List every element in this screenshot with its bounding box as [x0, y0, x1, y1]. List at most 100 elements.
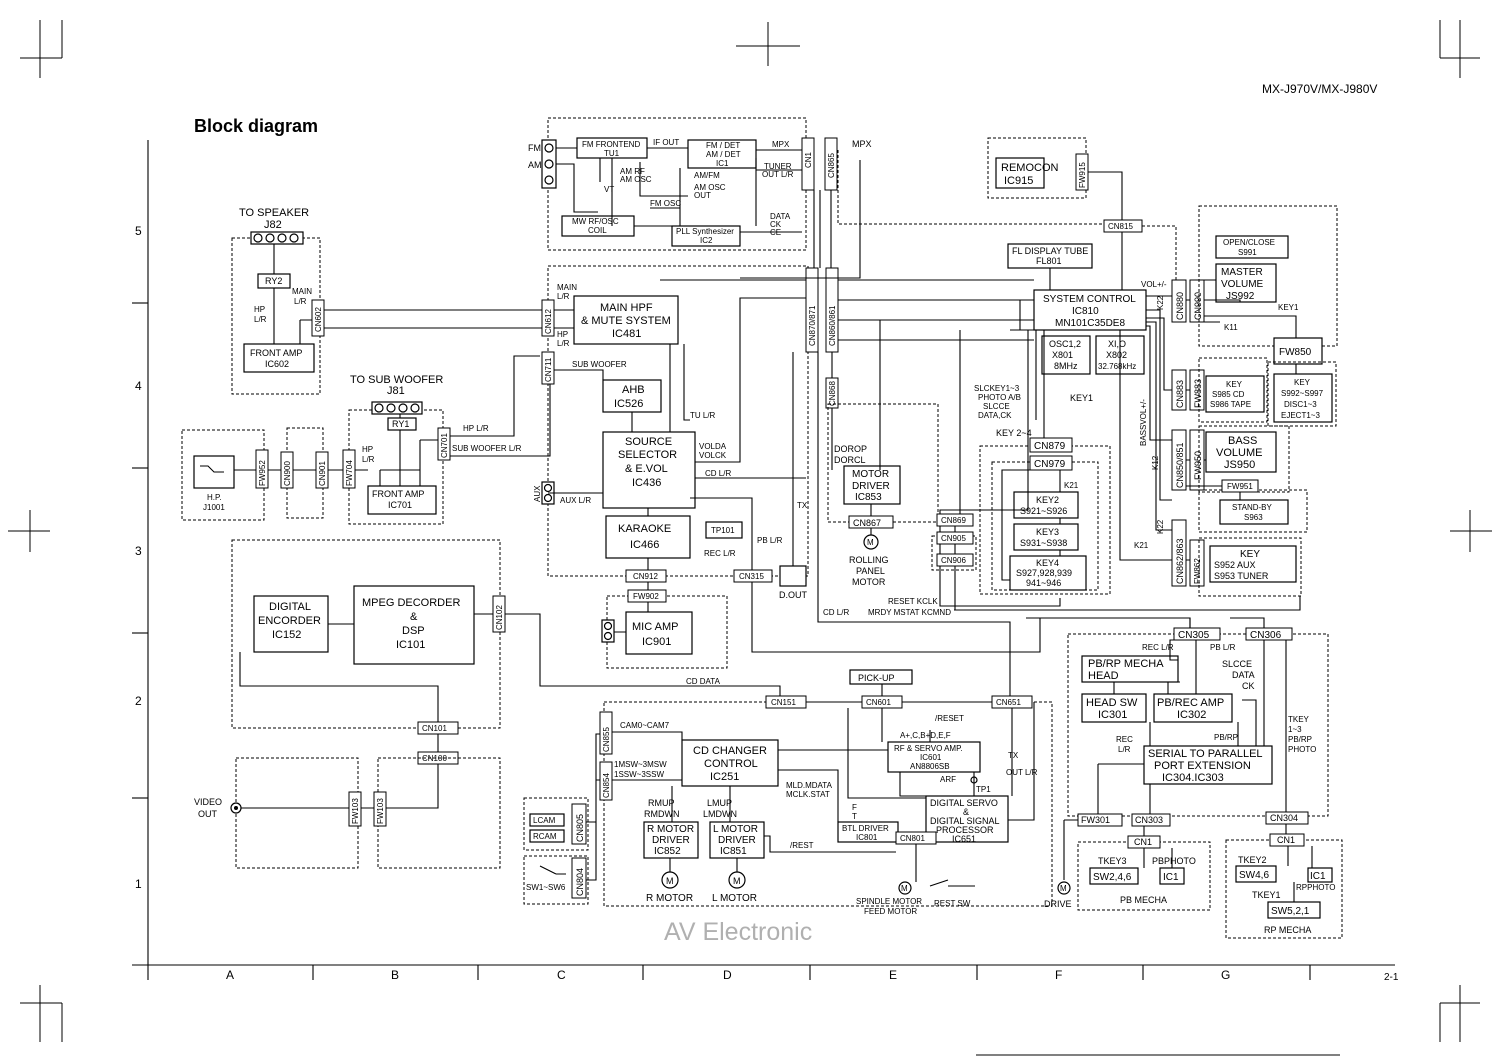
cn815-label: CN815	[1108, 222, 1133, 231]
system-control-ref: IC810	[1072, 306, 1099, 317]
cn900-label: CN900	[283, 461, 292, 486]
lmdwn-label: LMDWN	[703, 809, 737, 819]
cn867-label: CN867	[853, 518, 881, 528]
cn990-label: CN990	[1193, 292, 1203, 320]
main-audio-section: MAIN L/R CN612 HP L/R MAIN HPF & MUTE SY…	[533, 160, 1191, 706]
slckey-label: SLCKEY1~3	[974, 384, 1020, 393]
tkey1-label: TKEY1	[1252, 890, 1281, 900]
col-label: C	[557, 968, 566, 982]
tx-label: TX	[1008, 751, 1019, 760]
front-amp-label: FRONT AMP	[250, 348, 302, 358]
r-motor-driver-ref: IC852	[654, 846, 681, 857]
mrdy-label: MRDY MSTAT KCMND	[868, 608, 951, 617]
dsp-label: PROCESSOR	[936, 825, 994, 835]
key-ref: S985 CD	[1212, 390, 1245, 399]
bass-volume-label: VOLUME	[1216, 447, 1262, 459]
video-out-label: VIDEO	[194, 797, 222, 807]
crop-marks	[8, 20, 1492, 1056]
cn315-label: CN315	[739, 572, 764, 581]
fw850-label: FW850	[1279, 347, 1312, 358]
rolling-motor-label: ROLLING	[849, 555, 889, 565]
fw301-label: FW301	[1081, 815, 1110, 825]
slckey-label: PHOTO A/B	[978, 393, 1021, 402]
main-lr-label: L/R	[557, 292, 570, 301]
rest-label: /REST	[790, 841, 814, 850]
cn303-label: CN303	[1135, 815, 1163, 825]
key2-label: KEY2	[1036, 495, 1059, 505]
key-ref: S986 TAPE	[1210, 400, 1251, 409]
pb-lr-label: PB L/R	[757, 536, 783, 545]
mic-amp-label: MIC AMP	[632, 621, 678, 633]
hp-lr-label: L/R	[254, 315, 267, 324]
key-ref: EJECT1~3	[1281, 411, 1320, 420]
feed-label: FEED MOTOR	[864, 907, 917, 916]
col-label: F	[1055, 968, 1062, 982]
fw951-label: FW951	[1227, 482, 1253, 491]
osc1-ref: X801	[1052, 350, 1073, 360]
k21-label: K21	[1064, 481, 1079, 490]
key-label: KEY	[1226, 380, 1243, 389]
tkey-label: PHOTO	[1288, 745, 1316, 754]
ahb-ref: IC526	[614, 398, 643, 410]
remocon-ref: IC915	[1004, 175, 1033, 187]
hp-lr-label: HP	[254, 305, 265, 314]
col-label: G	[1221, 968, 1230, 982]
btl-driver-label: BTL DRIVER	[842, 824, 889, 833]
l-motor-driver-label: DRIVER	[718, 835, 756, 846]
key-aux-ref: S952 AUX	[1214, 560, 1256, 570]
hp-label: HP	[362, 445, 373, 454]
cn805-label: CN805	[575, 814, 585, 842]
ry1-label: RY1	[392, 419, 409, 429]
pll-label: PLL Synthesizer	[676, 227, 734, 236]
l-motor-driver-label: L MOTOR	[713, 824, 758, 835]
cn870-label: CN870/871	[808, 305, 817, 346]
motor-glyph: M	[901, 884, 908, 893]
row-label: 1	[135, 877, 142, 891]
volda-label: VOLCK	[699, 451, 727, 460]
system-control-section: REMOCON IC915 FW915 CN815 FL DISPLAY TUB…	[837, 137, 1338, 611]
cn306-label: CN306	[1250, 630, 1282, 641]
key-label: KEY	[1240, 549, 1260, 560]
watermark: AV Electronic	[664, 918, 812, 946]
l-motor-driver-ref: IC851	[720, 846, 747, 857]
open-close-ref: S991	[1238, 248, 1257, 257]
cn601-label: CN601	[866, 698, 891, 707]
row-label: 3	[135, 544, 142, 558]
aux-label: AUX	[533, 485, 542, 502]
k21-label: K21	[1134, 541, 1149, 550]
slckey-label: DATA,CK	[978, 411, 1012, 420]
grid-labels: A B C D E F G 5 4 3 2 1	[135, 224, 1230, 982]
fw915-label: FW915	[1078, 162, 1087, 188]
sub-front-amp-label: FRONT AMP	[372, 489, 424, 499]
fw103a-label: FW103	[351, 798, 360, 824]
slckey-label: SLCCE	[983, 402, 1010, 411]
rec-lr-label: REC L/R	[704, 549, 736, 558]
amfm-label: AM/FM	[694, 171, 720, 180]
cn979-label: CN979	[1034, 459, 1066, 470]
key4-label: KEY4	[1036, 558, 1059, 568]
lcam-label: LCAM	[533, 816, 556, 825]
sub-lr-label: SUB WOOFER L/R	[452, 444, 522, 453]
spindle-label: SPINDLE MOTOR	[856, 897, 922, 906]
det-label: AM / DET	[706, 150, 741, 159]
cd-lr-label: CD L/R	[823, 608, 849, 617]
cn1-label: CN1	[1277, 835, 1295, 845]
reset-label: /RESET	[935, 714, 964, 723]
mpeg-decoder-label: &	[410, 611, 418, 623]
pb-mecha-label: PB MECHA	[1120, 895, 1167, 905]
k22-label: K22	[1156, 295, 1165, 310]
head-sw-ref: IC301	[1098, 709, 1127, 721]
serial-ref: IC304.IC303	[1162, 772, 1224, 784]
digital-encoder-ref: IC152	[272, 629, 301, 641]
tape-deck-section: CN305 CN306 REC L/R PB L/R PB/RP MECHA H…	[1026, 617, 1343, 939]
msw-label: 1MSW~3MSW	[614, 760, 667, 769]
fw704-label: FW704	[345, 460, 354, 486]
ic1-label: IC1	[1163, 872, 1179, 883]
main-lr-label: MAIN	[557, 283, 577, 292]
cn912-label: CN912	[633, 572, 658, 581]
det-ref: IC1	[716, 159, 729, 168]
lmup-label: LMUP	[707, 798, 732, 808]
motor-driver-ref: IC853	[855, 492, 882, 503]
serial-label: PORT EXTENSION	[1154, 760, 1251, 772]
tkey-label: 1~3	[1288, 725, 1302, 734]
